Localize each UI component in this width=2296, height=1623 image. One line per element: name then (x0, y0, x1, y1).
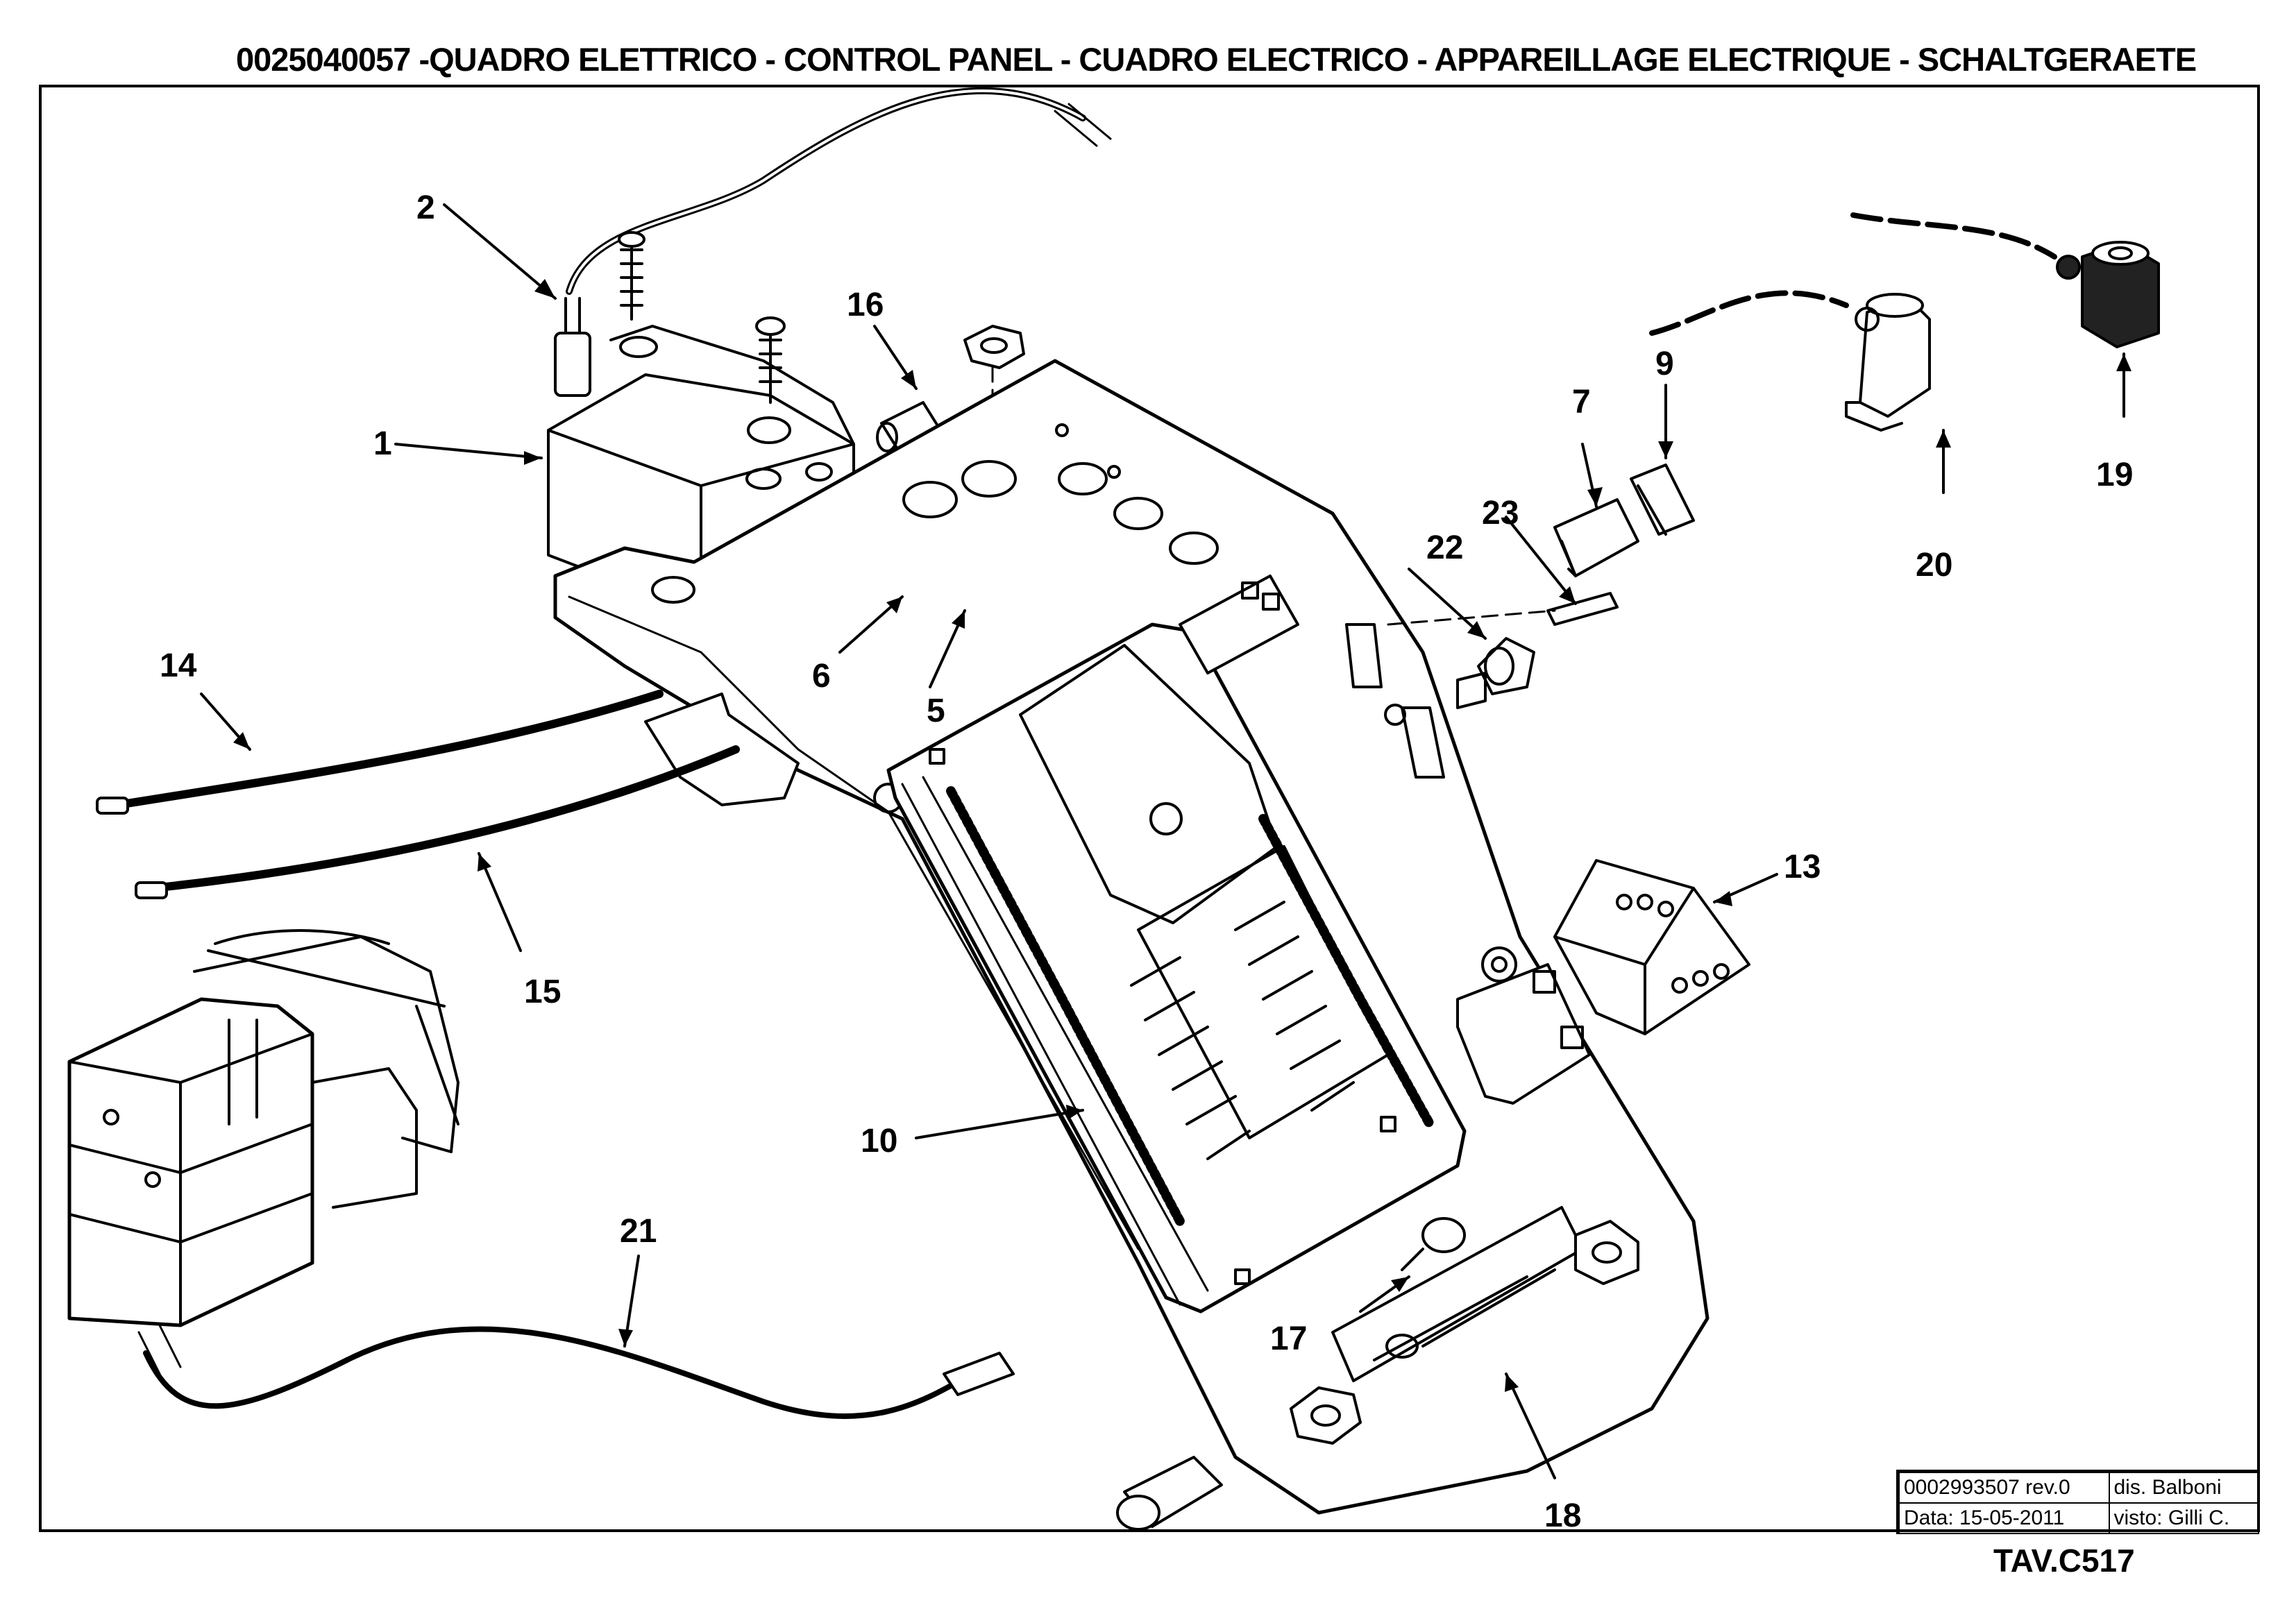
drawing-number: 0002993507 rev.0 (1898, 1472, 2110, 1504)
cable-gland-nut (1290, 1220, 1639, 1445)
cable-gland-bottom (1116, 1456, 1223, 1531)
wire-15 (149, 745, 740, 892)
connector-9 (1630, 464, 1695, 536)
terminal-block-top (1179, 575, 1445, 779)
fuse (1546, 592, 1619, 626)
callout-15: 15 (524, 974, 561, 1010)
mounting-bracket (644, 692, 800, 806)
screw-b (759, 325, 782, 404)
callout-16: 16 (847, 287, 884, 323)
drawing-frame (39, 85, 2260, 1532)
title-block: 0002993507 rev.0 dis. Balboni Data: 15-0… (1896, 1470, 2259, 1534)
screw-17 (1401, 1217, 1466, 1271)
drawing-date: Data: 15-05-2011 (1898, 1502, 2110, 1534)
drawn-by: dis. Balboni (2108, 1472, 2259, 1504)
relay-socket (1553, 859, 1750, 1035)
relay-terminals (1456, 963, 1591, 1105)
control-unit (886, 622, 1467, 1314)
callout-6: 6 (812, 658, 831, 695)
plate-reference: TAV.C517 (1993, 1543, 2135, 1579)
screw-a (620, 238, 643, 321)
callout-2: 2 (416, 189, 435, 226)
checked-by: visto: Gilli C. (2108, 1502, 2259, 1534)
callout-21: 21 (620, 1213, 657, 1250)
callout-1: 1 (373, 425, 392, 462)
cable-20 (1649, 290, 1849, 336)
callout-13: 13 (1784, 849, 1821, 885)
callout-17: 17 (1270, 1320, 1307, 1357)
solenoid-connector-20 (1845, 293, 1931, 432)
wire-21 (143, 1326, 974, 1419)
solenoid-connector-19 (2056, 241, 2160, 348)
callout-9: 9 (1655, 346, 1674, 382)
callout-7: 7 (1572, 384, 1591, 420)
callout-20: 20 (1916, 547, 1952, 584)
callout-19: 19 (2096, 457, 2133, 493)
supply-cable (566, 87, 1086, 295)
page-title: 0025040057 -QUADRO ELETTRICO - CONTROL P… (236, 41, 2197, 78)
burner-motor (67, 929, 459, 1327)
callout-10: 10 (861, 1123, 897, 1159)
nut (963, 325, 1025, 369)
wire-14 (114, 690, 664, 809)
callout-14: 14 (160, 647, 197, 684)
connector-7 (1553, 498, 1639, 577)
callout-5: 5 (927, 692, 945, 729)
callout-22: 22 (1426, 529, 1463, 566)
callout-18: 18 (1544, 1497, 1581, 1534)
callout-23: 23 (1482, 495, 1519, 532)
cable-19 (1850, 212, 2057, 260)
fuse-holder (1456, 637, 1535, 709)
